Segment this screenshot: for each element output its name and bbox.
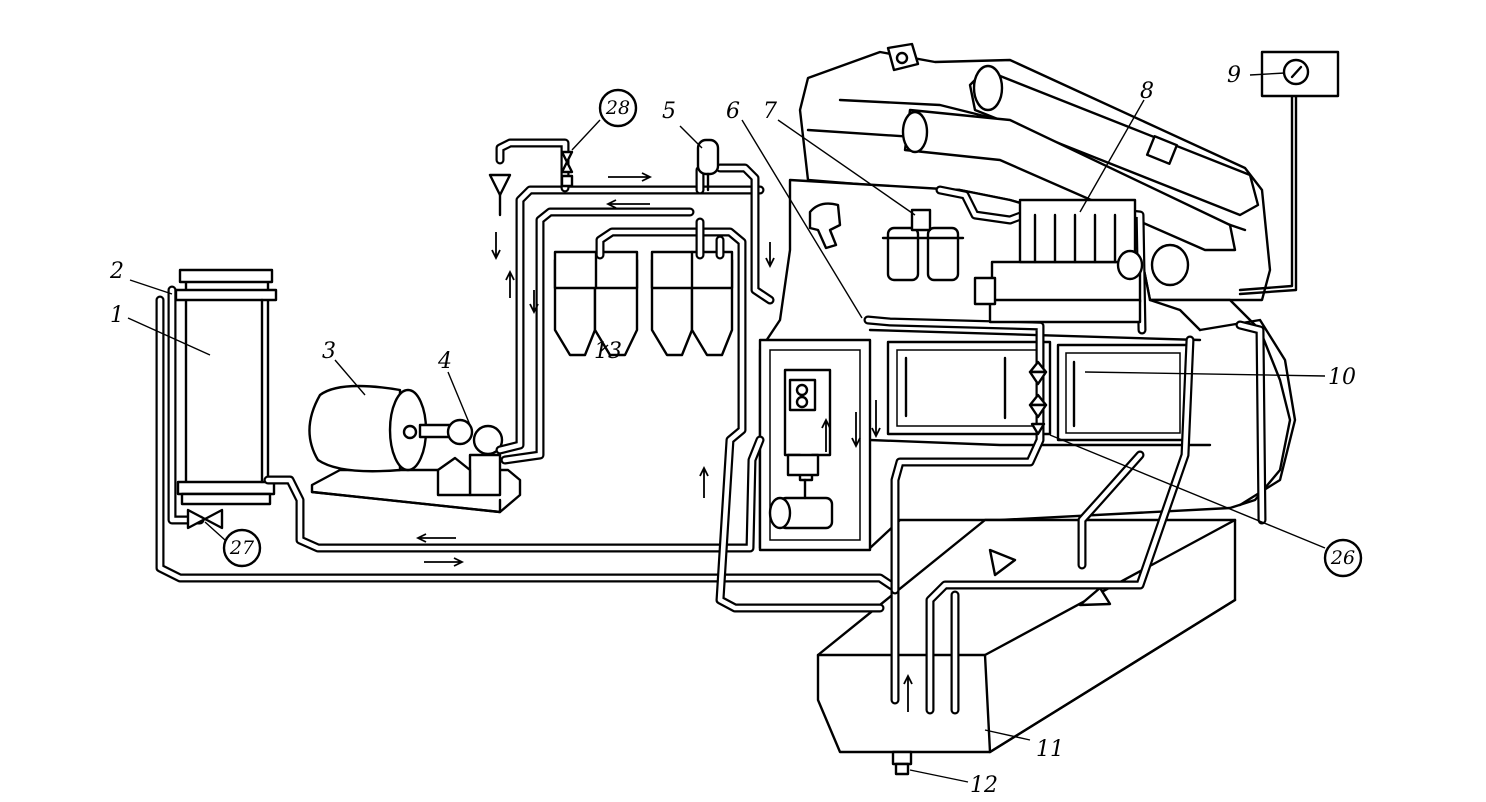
label-10: 10 bbox=[1328, 365, 1356, 390]
label-27: 27 bbox=[229, 537, 255, 559]
breather bbox=[808, 202, 842, 250]
label-2: 2 bbox=[109, 259, 124, 284]
funnel bbox=[488, 173, 512, 197]
label-11: 11 bbox=[1036, 737, 1064, 762]
gauge-line-2 bbox=[1238, 86, 1294, 292]
label-12: 12 bbox=[970, 773, 998, 798]
block-windows bbox=[886, 340, 1190, 442]
label-26-circle bbox=[1323, 538, 1363, 578]
label-1: 1 bbox=[110, 303, 124, 328]
injection-pump bbox=[973, 198, 1190, 324]
fuel-filters bbox=[881, 208, 965, 282]
label-28: 28 bbox=[605, 97, 630, 119]
oil-tank bbox=[174, 268, 278, 506]
label-7: 7 bbox=[763, 99, 777, 124]
pressure-gauge-9 bbox=[1260, 50, 1340, 98]
label-8: 8 bbox=[1140, 79, 1154, 104]
valve-28 bbox=[560, 150, 574, 188]
label-5: 5 bbox=[662, 99, 676, 124]
oil-pipes bbox=[155, 138, 1267, 715]
label-13: 13 bbox=[594, 339, 622, 364]
flow-arrows bbox=[415, 172, 913, 712]
label-3: 3 bbox=[322, 339, 336, 364]
label-27-circle bbox=[222, 528, 262, 568]
internal-oil-pump bbox=[758, 338, 872, 552]
gauge-line bbox=[1238, 86, 1298, 296]
priming-pump-unit bbox=[308, 384, 522, 514]
label-6: 6 bbox=[726, 99, 740, 124]
oil-filler bbox=[696, 138, 720, 192]
label-4: 4 bbox=[437, 349, 452, 374]
valves-10-26 bbox=[1028, 360, 1048, 436]
part-labels: 2 1 3 4 5 6 7 8 9 10 11 12 13 26 27 28 bbox=[109, 63, 1363, 798]
label-26: 26 bbox=[1330, 547, 1355, 569]
valve-27 bbox=[186, 508, 224, 530]
leader-lines bbox=[127, 72, 1326, 783]
oil-sump bbox=[816, 518, 1237, 776]
label-28-circle bbox=[598, 88, 638, 128]
label-9: 9 bbox=[1227, 63, 1241, 88]
oil-filters bbox=[553, 250, 734, 357]
